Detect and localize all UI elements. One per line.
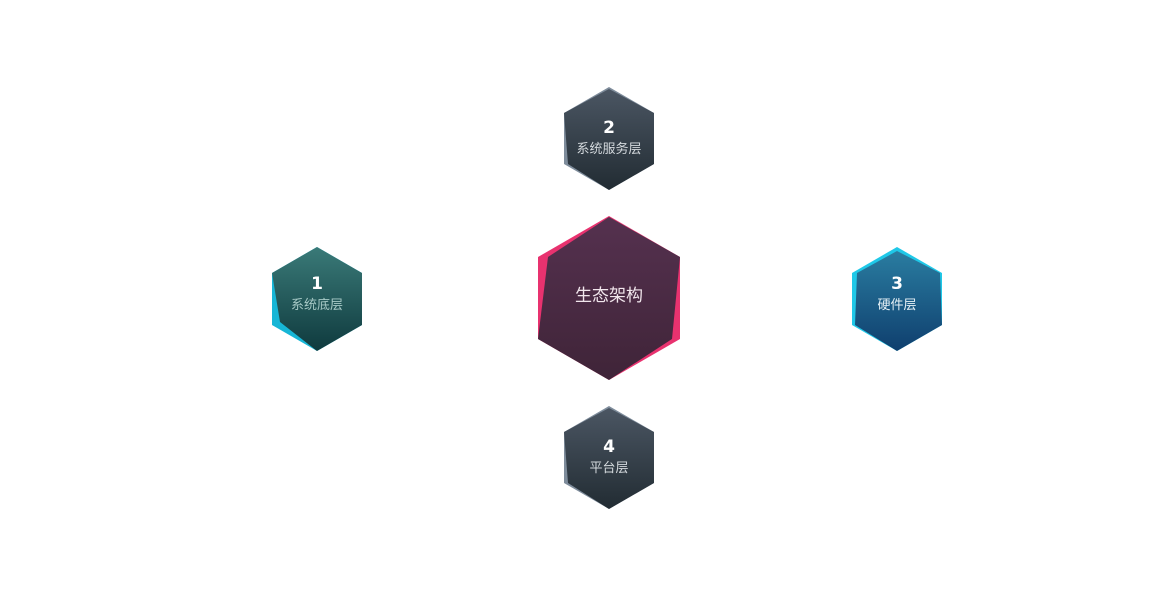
center-hexagon-body xyxy=(538,217,680,380)
layer-4-label: 平台层 xyxy=(589,461,628,476)
center-hexagon-node: 生态架构 xyxy=(538,216,680,380)
layer-3-label: 硬件层 xyxy=(877,298,916,313)
layer-node-2: 2 系统服务层 xyxy=(564,87,654,190)
layer-2-hexagon-body xyxy=(564,89,654,190)
layer-1-hexagon-body xyxy=(272,247,362,351)
layer-1-label: 系统底层 xyxy=(291,297,343,313)
layer-node-1: 1 系统底层 xyxy=(272,247,362,351)
layer-node-4: 4 平台层 xyxy=(564,406,654,509)
layer-2-label: 系统服务层 xyxy=(576,141,641,157)
layer-3-hexagon-body xyxy=(855,251,942,351)
layer-4-hexagon-body xyxy=(564,408,654,509)
layer-node-3: 3 硬件层 xyxy=(852,247,942,351)
center-label: 生态架构 xyxy=(575,286,643,306)
layer-4-number: 4 xyxy=(603,437,615,457)
layer-1-number: 1 xyxy=(311,274,323,294)
layer-3-number: 3 xyxy=(891,274,903,294)
layer-2-number: 2 xyxy=(603,118,615,138)
